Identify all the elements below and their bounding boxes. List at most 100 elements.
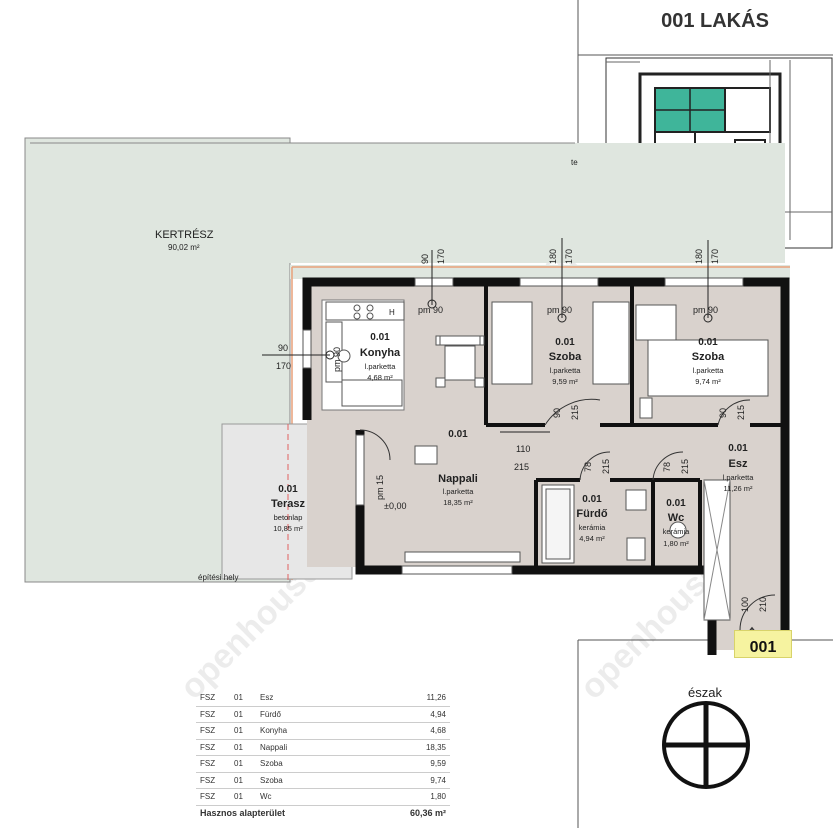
room-area: 11,26 m² <box>723 484 753 493</box>
area-cell-unit: 01 <box>230 690 256 707</box>
dim-label: 170 <box>276 361 291 371</box>
door-swings <box>359 398 776 631</box>
room-floor: l.parketta <box>550 366 582 375</box>
dim-label: 90 <box>718 408 728 418</box>
area-cell-spacer <box>324 706 332 723</box>
room-number: 0.01 <box>555 337 575 348</box>
area-total-label: Hasznos alapterület <box>200 808 286 819</box>
room-labels: 0.01 Konyha l.parketta 4,68 m² 0.01 Szob… <box>271 332 754 548</box>
dim-label: 215 <box>514 462 529 472</box>
room-floor: kerámia <box>663 527 691 536</box>
area-cell-unit: 01 <box>230 722 256 740</box>
dim-label: pm 90 <box>693 305 718 315</box>
compass-label: észak <box>688 685 722 700</box>
room-floor: l.parketta <box>365 362 397 371</box>
margin-letter: te <box>571 158 578 167</box>
dim-label: 110 <box>516 444 530 454</box>
dim-label: 180 <box>548 249 558 264</box>
dim-label: 78 <box>662 462 672 472</box>
area-cell-lvl: FSZ <box>196 690 230 707</box>
area-cell-room: Szoba <box>256 772 324 789</box>
area-cell-area: 9,74 <box>332 772 450 789</box>
room-area: 10,85 m² <box>273 524 303 533</box>
area-cell-unit: 01 <box>230 706 256 723</box>
area-cell-spacer <box>324 722 332 740</box>
area-cell-spacer <box>324 755 332 773</box>
room-floor: betonlap <box>274 513 303 522</box>
hob-label: H <box>389 308 395 317</box>
room-area: 18,35 m² <box>443 498 473 507</box>
dim-label: pm 90 <box>332 347 342 372</box>
room-number: 0.01 <box>698 337 718 348</box>
room-number: 0.01 <box>728 443 748 454</box>
area-cell-spacer <box>324 690 332 707</box>
dim-label: 170 <box>710 249 720 264</box>
garden-area-value: 90,02 m² <box>168 243 200 252</box>
dim-label: 90 <box>552 408 562 418</box>
room-name: Esz <box>729 458 748 470</box>
dim-label: 210 <box>758 597 768 612</box>
dim-label: pm 90 <box>547 305 572 315</box>
area-cell-spacer <box>324 739 332 756</box>
area-cell-room: Konyha <box>256 722 324 740</box>
dim-label: pm 15 <box>375 475 385 500</box>
dim-label: 215 <box>570 405 580 420</box>
area-cell-unit: 01 <box>230 739 256 756</box>
dim-label: 90 <box>278 343 288 353</box>
north-arrow-icon <box>662 701 750 789</box>
area-cell-room: Esz <box>256 690 324 707</box>
area-cell-lvl: FSZ <box>196 772 230 789</box>
area-cell-room: Wc <box>256 788 324 806</box>
garden-name: KERTRÉSZ <box>155 228 214 241</box>
area-cell-area: 9,59 <box>332 755 450 773</box>
room-name: Nappali <box>438 473 478 485</box>
room-floor: l.parketta <box>693 366 725 375</box>
unit-tag: 001 <box>734 630 792 658</box>
area-cell-area: 18,35 <box>332 739 450 756</box>
room-floor: l.parketta <box>443 487 475 496</box>
interior-walls <box>484 285 785 568</box>
room-name: Terasz <box>271 498 306 510</box>
room-number: 0.01 <box>278 484 298 495</box>
area-cell-unit: 01 <box>230 788 256 806</box>
area-cell-area: 11,26 <box>332 690 450 707</box>
room-name: Wc <box>668 512 685 524</box>
area-cell-room: Nappali <box>256 739 324 756</box>
area-cell-spacer <box>324 788 332 806</box>
dim-label: 215 <box>680 459 690 474</box>
area-cell-unit: 01 <box>230 755 256 773</box>
area-total-value: 60,36 m² <box>409 808 446 819</box>
dim-label: 170 <box>436 249 446 264</box>
room-name: Szoba <box>692 351 725 363</box>
area-cell-room: Szoba <box>256 755 324 773</box>
room-area: 9,59 m² <box>552 377 578 386</box>
area-cell-lvl: FSZ <box>196 706 230 723</box>
building-limit-label: építési hely <box>198 573 238 582</box>
room-name: Fürdő <box>576 508 607 520</box>
area-cell-unit: 01 <box>230 772 256 789</box>
area-cell-room: Fürdő <box>256 706 324 723</box>
room-floor: l.parketta <box>723 473 755 482</box>
area-cell-lvl: FSZ <box>196 739 230 756</box>
dim-label: pm 90 <box>418 305 443 315</box>
room-area: 4,94 m² <box>579 534 605 543</box>
area-cell-lvl: FSZ <box>196 755 230 773</box>
room-floor: kerámia <box>579 523 607 532</box>
dim-label: 215 <box>736 405 746 420</box>
area-cell-lvl: FSZ <box>196 788 230 806</box>
room-number: 0.01 <box>666 498 686 509</box>
area-cell-spacer <box>324 772 332 789</box>
room-number: 0.01 <box>448 429 468 440</box>
dim-label: 170 <box>564 249 574 264</box>
dim-label: 90 <box>420 254 430 264</box>
room-name: Konyha <box>360 347 401 359</box>
room-number: 0.01 <box>370 332 390 343</box>
dim-label: 215 <box>601 459 611 474</box>
